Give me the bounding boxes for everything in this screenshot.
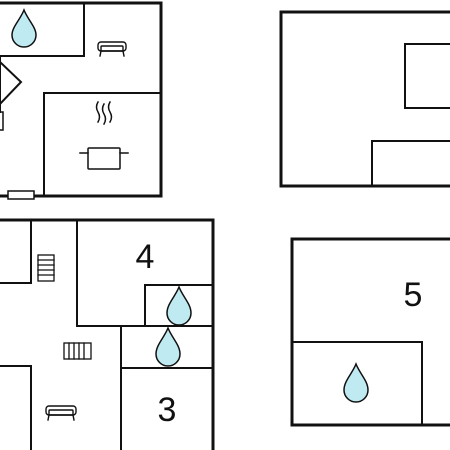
water-drop-icon (155, 325, 181, 367)
sofa-icon (45, 405, 77, 421)
stairs-icon (37, 254, 55, 282)
plan-bottom-left (0, 218, 215, 450)
inner-wall (291, 341, 423, 426)
door-icon (0, 60, 23, 106)
sofa-icon (97, 41, 127, 57)
water-drop-icon (166, 284, 192, 326)
inner-wall (371, 140, 450, 187)
water-drop-icon (11, 7, 37, 48)
window-mark (7, 190, 35, 200)
inner-wall (0, 365, 32, 450)
inner-wall (0, 219, 32, 284)
radiator-icon (63, 342, 92, 360)
cooking-pot-icon (79, 100, 129, 170)
plan-bottom-right (290, 237, 450, 427)
inner-wall (0, 2, 85, 57)
room-number-4: 4 (136, 238, 155, 276)
outer-wall (279, 10, 450, 188)
plan-top-left (0, 1, 163, 200)
outer-wall (0, 218, 215, 450)
room-number-3: 3 (158, 391, 177, 429)
inner-wall (404, 43, 450, 109)
room-number-5: 5 (404, 276, 423, 314)
outer-wall (290, 237, 450, 427)
plan-top-right (279, 10, 450, 188)
window-mark (0, 111, 4, 131)
outer-wall (0, 1, 163, 198)
inner-wall (144, 284, 214, 327)
water-drop-icon (343, 361, 369, 403)
inner-wall (43, 92, 162, 197)
inner-wall (76, 219, 214, 327)
